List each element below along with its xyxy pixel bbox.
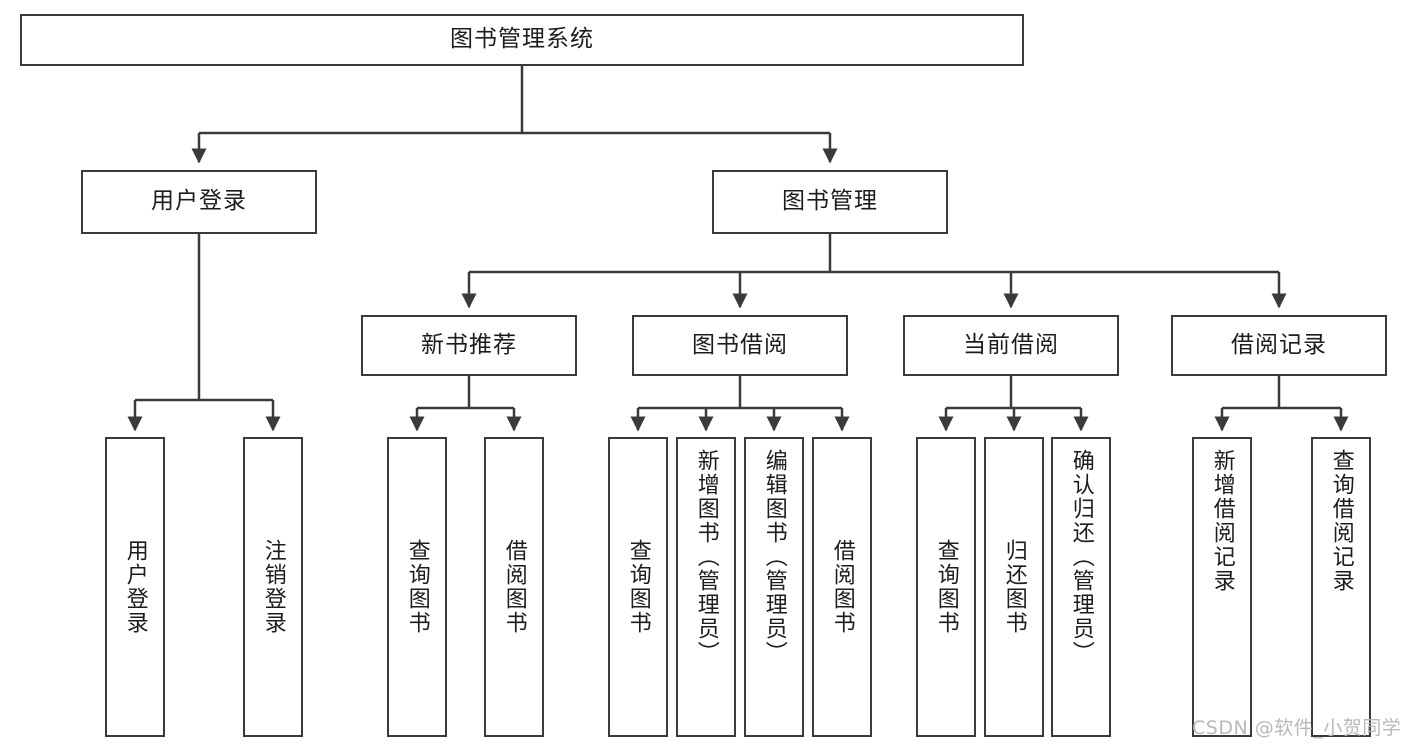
leaf-label: 确认归还（管理员） <box>1068 449 1094 665</box>
node-leaf-borrow-book[interactable]: 借阅图书 <box>812 437 872 737</box>
leaf-label: 新增借阅记录 <box>1209 449 1235 593</box>
leaf-label: 归还图书 <box>1001 539 1027 635</box>
node-leaf-user-login[interactable]: 用户登录 <box>105 437 165 737</box>
leaf-label: 借阅图书 <box>829 539 855 635</box>
node-leaf-query-book-current[interactable]: 查询图书 <box>916 437 976 737</box>
leaf-label: 查询借阅记录 <box>1328 449 1354 593</box>
leaf-label: 查询图书 <box>625 539 651 635</box>
node-leaf-edit-book-admin[interactable]: 编辑图书（管理员） <box>744 437 804 737</box>
node-leaf-add-borrow-record[interactable]: 新增借阅记录 <box>1192 437 1252 737</box>
node-leaf-query-book-borrow[interactable]: 查询图书 <box>608 437 668 737</box>
leaf-label: 借阅图书 <box>501 539 527 635</box>
leaf-label: 查询图书 <box>933 539 959 635</box>
node-new-book-recommend[interactable]: 新书推荐 <box>361 315 577 376</box>
csdn-watermark: CSDN @软件_小贺同学 <box>1192 717 1402 739</box>
node-leaf-confirm-return-admin[interactable]: 确认归还（管理员） <box>1051 437 1111 737</box>
node-leaf-add-book-admin[interactable]: 新增图书（管理员） <box>676 437 736 737</box>
leaf-label: 用户登录 <box>122 539 148 635</box>
node-book-manage[interactable]: 图书管理 <box>712 170 948 234</box>
leaf-label: 新增图书（管理员） <box>693 449 719 665</box>
node-leaf-borrow-book-recommend[interactable]: 借阅图书 <box>484 437 544 737</box>
node-leaf-return-book[interactable]: 归还图书 <box>984 437 1044 737</box>
leaf-label: 编辑图书（管理员） <box>761 449 787 665</box>
node-current-borrow[interactable]: 当前借阅 <box>903 315 1119 376</box>
leaf-label: 查询图书 <box>404 539 430 635</box>
node-user-login[interactable]: 用户登录 <box>81 170 317 234</box>
node-root-system[interactable]: 图书管理系统 <box>20 14 1024 66</box>
node-leaf-query-borrow-record[interactable]: 查询借阅记录 <box>1311 437 1371 737</box>
node-book-borrow[interactable]: 图书借阅 <box>632 315 848 376</box>
node-leaf-query-book-recommend[interactable]: 查询图书 <box>387 437 447 737</box>
node-leaf-logout[interactable]: 注销登录 <box>243 437 303 737</box>
node-borrow-record[interactable]: 借阅记录 <box>1171 315 1387 376</box>
leaf-label: 注销登录 <box>260 539 286 635</box>
